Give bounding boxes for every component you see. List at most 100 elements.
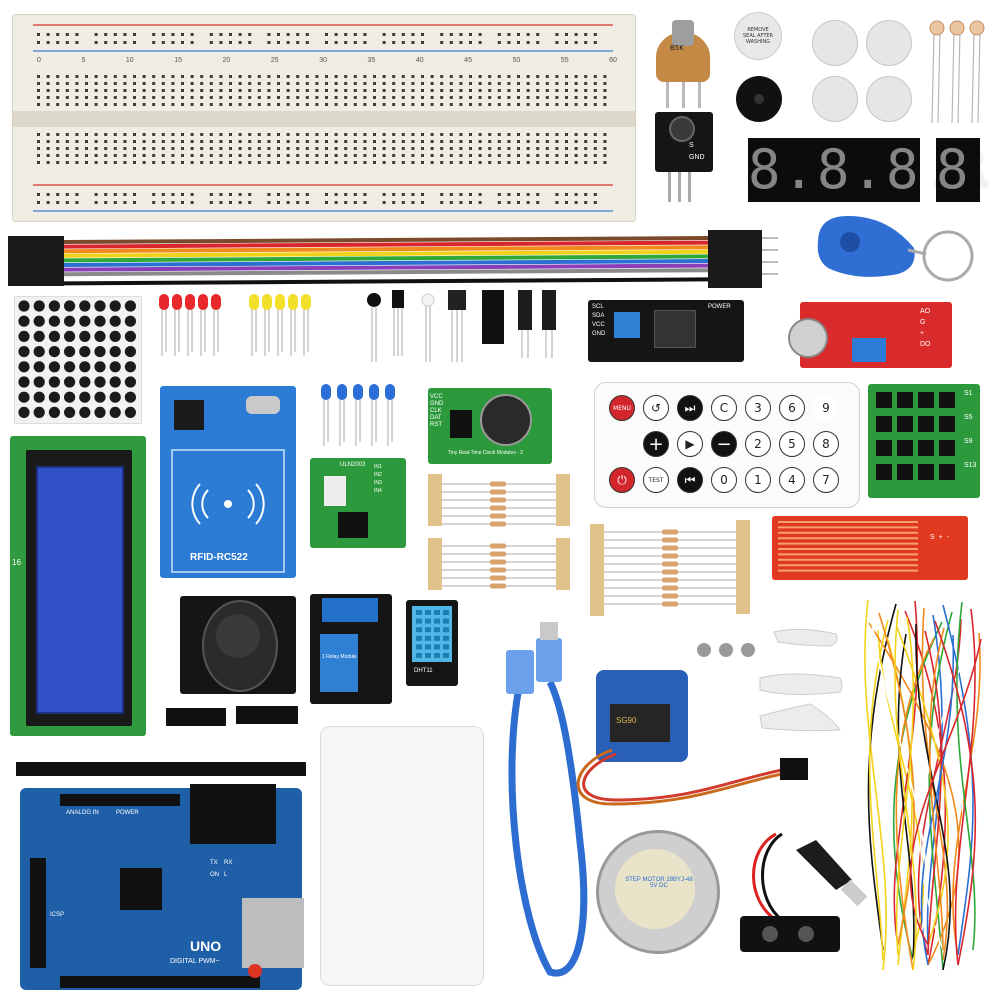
arduino-icsp-label: ICSP [50,912,65,918]
ir-receiver-module: S GND [655,112,713,172]
breadboard-column-number: 10 [125,57,134,64]
push-button [866,20,912,66]
remote-menu-button[interactable]: MENU [609,395,635,421]
breadboard-column-number: 35 [367,57,376,64]
active-buzzer [736,76,782,122]
remote-prev-button[interactable]: ⏮ [677,467,703,493]
arduino-rx-label: RX [224,860,233,866]
remote-8-button[interactable]: 8 [813,431,839,457]
arduino-tx-label: TX [210,860,218,866]
usb-cable [506,622,588,977]
rfid-keychain-tag [817,216,974,282]
passive-buzzer: REMOVE SEAL AFTER WASHING [734,12,782,60]
i2c-pin-sda: SDA [592,313,605,319]
pin-header [166,708,226,726]
sound-pin-ao: AO [920,308,931,315]
servo-motor: SG90 [596,670,688,762]
ir-remote-control: MENU ↺ ⏭ C 3 6 9 + ▶ − 2 5 8 ⏻ TEST ⏮ 0 … [594,382,860,508]
blue-leds [321,384,395,446]
remote-plus-button[interactable]: + [643,431,669,457]
servo-cable [576,748,808,806]
remote-5-button[interactable]: 5 [779,431,805,457]
breadboard-column-number: 30 [319,57,327,64]
reset-button[interactable] [248,964,262,978]
breadboard-column-number: 5 [81,57,86,64]
rtc-label: Tiny Real-Time Clock Modules - 2 [448,450,523,456]
joystick-module [180,596,296,694]
breadboard-column-number: 40 [415,57,424,64]
keypad-s5: S5 [964,414,973,421]
remote-play-button[interactable]: ▶ [677,431,703,457]
water-pin-s: S [930,534,935,541]
sound-pin-plus: + [920,330,925,337]
remote-4-button[interactable]: 4 [779,467,805,493]
remote-2-button[interactable]: 2 [745,431,771,457]
uln-in1: IN1 [374,464,382,470]
remote-return-button[interactable]: ↺ [643,395,669,421]
rtc-clock-module: VCC GND CLK DAT RST Tiny Real-Time Clock… [428,388,552,464]
arduino-on-label: ON [210,872,219,878]
i2c-power-label: POWER [708,304,731,310]
remote-7-button[interactable]: 7 [813,467,839,493]
stepper-motor: STEP MOTOR 28BYJ-48 5V DC [596,830,720,954]
remote-minus-button[interactable]: − [711,431,737,457]
push-button [812,20,858,66]
remote-0-button[interactable]: 0 [711,467,737,493]
breadboard-column-number: 55 [560,57,569,64]
remote-1-button[interactable]: 1 [745,467,771,493]
red-leds [159,294,221,356]
breadboard-column-number: 15 [174,57,182,64]
servo-label: SG90 [616,716,637,725]
potentiometer: B5K [652,20,714,110]
keypad-s1: S1 [964,390,973,397]
breadboard-column-number: 60 [609,57,617,64]
ir-pin-s: S [689,142,694,149]
push-button [866,76,912,122]
i2c-pin-gnd: GND [592,331,606,337]
jumper-wires-bundle [864,599,982,971]
led-dot-matrix [14,296,142,424]
sound-pin-g: G [920,319,926,326]
remote-3-button[interactable]: 3 [745,395,771,421]
water-level-sensor: S + - [772,516,968,580]
keypad-s9: S9 [964,438,973,445]
stepper-label: STEP MOTOR 28BYJ-48 5V DC [625,877,693,889]
segment-1-digit: 8. [936,138,1000,201]
rfid-blank-card [320,726,484,986]
sound-pin-do: DO [920,341,931,348]
breadboard-column-number: 20 [222,57,231,64]
resistor-strips [428,474,750,616]
breadboard-column-number: 50 [512,57,521,64]
keypad-s13: S13 [964,462,977,469]
uln-in2: IN2 [374,472,382,478]
uln-in4: IN4 [374,488,382,494]
photoresistors [929,20,985,124]
buzzer-label: REMOVE SEAL AFTER WASHING [742,27,774,45]
i2c-pin-vcc: VCC [592,322,605,328]
arduino-digital-label: DIGITAL PWM~ [170,958,220,965]
remote-power-button[interactable]: ⏻ [609,467,635,493]
battery-clip-dc-jack [740,832,868,952]
remote-test-button[interactable]: TEST [643,467,669,493]
water-pin-minus: - [946,534,950,541]
i2c-pin-scl: SCL [592,304,604,310]
remote-c-button[interactable]: C [711,395,737,421]
remote-9-button[interactable]: 9 [813,395,839,421]
breadboard-column-number: 25 [270,57,279,64]
screws-and-horns [697,628,843,732]
relay-module: 1 Relay Module [310,594,392,704]
rtc-pin-clk: CLK [430,408,442,414]
breadboard-column-number: 0 [37,57,41,64]
ir-pin-gnd: GND [689,154,705,161]
membrane-keypad-4x4: S1 S5 S9 S13 [868,384,980,498]
uln-in3: IN3 [374,480,382,486]
remote-next-button[interactable]: ⏭ [677,395,703,421]
rtc-pin-vcc: VCC [430,394,443,400]
dht-label: DHT11 [414,668,433,674]
sound-sensor-module: AO G + DO [788,302,952,368]
long-pin-header [16,762,306,776]
arduino-analog-label: ANALOG IN [66,810,99,816]
push-button [812,76,858,122]
remote-6-button[interactable]: 6 [779,395,805,421]
